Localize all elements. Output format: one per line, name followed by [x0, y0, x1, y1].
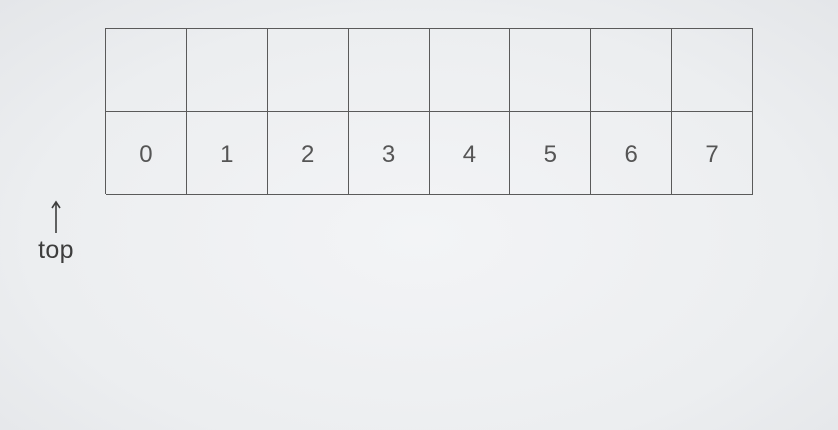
top-pointer: top: [28, 200, 84, 265]
index-cell: 5: [510, 112, 592, 195]
value-cell: [186, 29, 268, 112]
index-cell: 0: [106, 112, 187, 195]
value-cell: [348, 29, 430, 112]
top-pointer-label: top: [38, 236, 74, 264]
index-cell: 3: [348, 112, 430, 195]
value-cell: [267, 29, 349, 112]
index-cell: 6: [591, 112, 673, 195]
index-row: 0 1 2 3 4 5 6 7: [106, 112, 753, 195]
value-cell: [510, 29, 592, 112]
stack-array-diagram: 0 1 2 3 4 5 6 7: [105, 28, 753, 195]
index-cell: 2: [267, 112, 349, 195]
value-cell: [591, 29, 673, 112]
value-cell: [106, 29, 187, 112]
value-cell: [429, 29, 511, 112]
up-arrow-icon: [51, 200, 61, 233]
index-cell: 1: [186, 112, 268, 195]
index-cell: 7: [672, 112, 753, 195]
value-cell: [672, 29, 753, 112]
index-cell: 4: [429, 112, 511, 195]
value-row: [106, 29, 753, 112]
